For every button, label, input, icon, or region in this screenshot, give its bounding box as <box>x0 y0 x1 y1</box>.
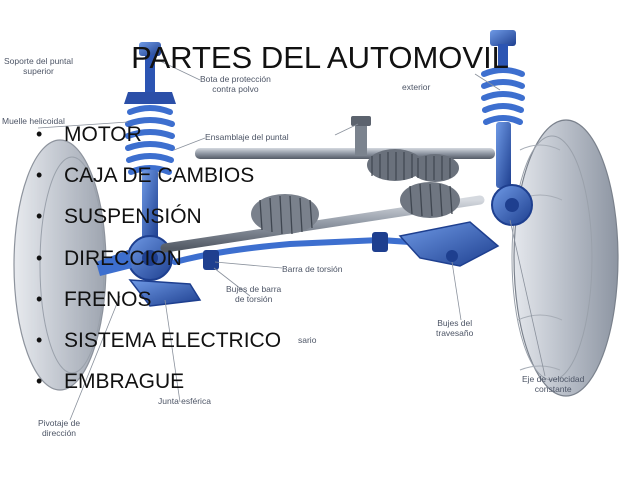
callout-bujes-barra: Bujes de barra de torsión <box>226 284 282 304</box>
callout-junta-esferica: Junta esférica <box>158 396 211 406</box>
callout-pivotaje-direccion: Pivotaje de dirección <box>38 418 81 438</box>
callout-exterior: exterior <box>402 82 431 92</box>
lower-control-arm <box>128 221 500 307</box>
left-strut <box>96 42 176 281</box>
callout-bota-proteccion: Bota de protección contra polvo <box>200 74 271 94</box>
callout-barra-torsion: Barra de torsión <box>282 264 343 274</box>
list-item: •DIRECCION <box>36 246 182 270</box>
sway-bar <box>172 232 473 270</box>
parts-list: •MOTOR •CAJA DE CAMBIOS •SUSPENSIÓN •DIR… <box>36 114 281 402</box>
callout-bujes-travesano: Bujes del travesaño <box>436 318 474 338</box>
callout-travesano-fragment: sario <box>298 335 317 345</box>
list-item: •SISTEMA ELECTRICO <box>36 329 282 353</box>
list-item: •SUSPENSIÓN <box>36 205 202 229</box>
callout-eje-velocidad: Eje de velocidad constante <box>522 374 585 394</box>
list-item: •MOTOR <box>36 123 142 146</box>
slide-title: PARTES DEL AUTOMOVIL <box>131 40 509 75</box>
list-item: •CAJA DE CAMBIOS <box>36 164 255 188</box>
callout-soporte-puntal: Soporte del puntal superior <box>4 56 73 76</box>
list-item: •EMBRAGUE <box>36 370 185 394</box>
steering-rack <box>195 116 495 182</box>
right-strut <box>481 30 533 226</box>
callout-muelle-helicoidal: Muelle helicoidal <box>2 116 65 126</box>
right-tire <box>511 119 619 397</box>
drive-shaft <box>160 182 485 253</box>
list-item: •FRENOS <box>36 287 152 311</box>
callout-ensamblaje-puntal: Ensamblaje del puntal <box>205 132 289 142</box>
